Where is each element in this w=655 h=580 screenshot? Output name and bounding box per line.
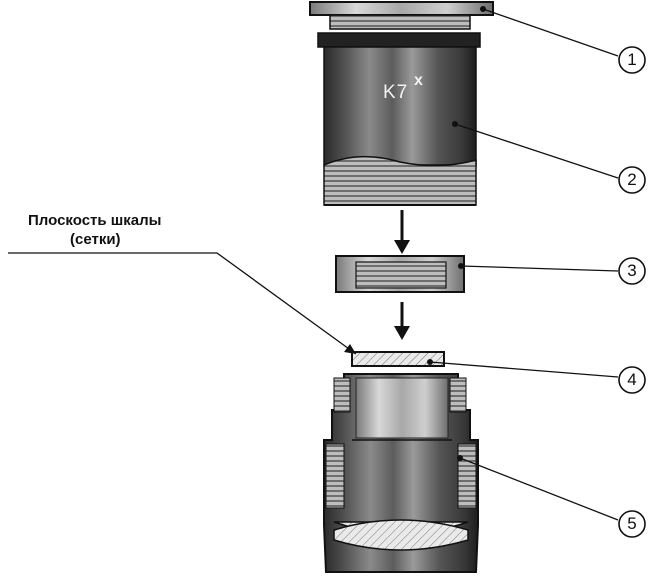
callout-number-4: 4 — [627, 370, 637, 389]
callout-number-1: 1 — [627, 50, 637, 69]
leader-1 — [482, 8, 619, 57]
part-2-barrel — [317, 32, 481, 206]
part-5-eyepiece-body — [323, 373, 479, 573]
leader-5 — [459, 457, 619, 521]
callout-circle-3 — [618, 257, 646, 285]
leader-4 — [429, 361, 619, 378]
callout-number-3: 3 — [627, 261, 637, 280]
part-4-reticle-plate — [351, 351, 445, 367]
callout-number-5: 5 — [627, 514, 637, 533]
leader-2 — [454, 123, 619, 179]
callout-circle-2 — [618, 166, 646, 194]
callout-circle-4 — [618, 366, 646, 394]
leader-dots — [427, 6, 486, 461]
leader-lines — [8, 8, 619, 521]
callout-circles — [618, 46, 646, 538]
barrel-engraving-k7: K7 — [383, 82, 409, 103]
leader-plane — [8, 252, 357, 355]
barrel-engraving-sup: x — [414, 72, 424, 89]
callout-circle-5 — [618, 510, 646, 538]
part-3-retaining-ring — [335, 255, 465, 293]
arrow-down-2 — [394, 302, 410, 340]
callout-circle-1 — [618, 46, 646, 74]
part-1-cap-ring — [309, 1, 494, 30]
reticle-plane-label-line1: Плоскость шкалы — [28, 212, 162, 229]
reticle-plane-label-line2: (сетки) — [70, 231, 121, 248]
callout-number-2: 2 — [627, 170, 637, 189]
leader-3 — [460, 265, 619, 272]
arrow-down-1 — [394, 210, 410, 254]
